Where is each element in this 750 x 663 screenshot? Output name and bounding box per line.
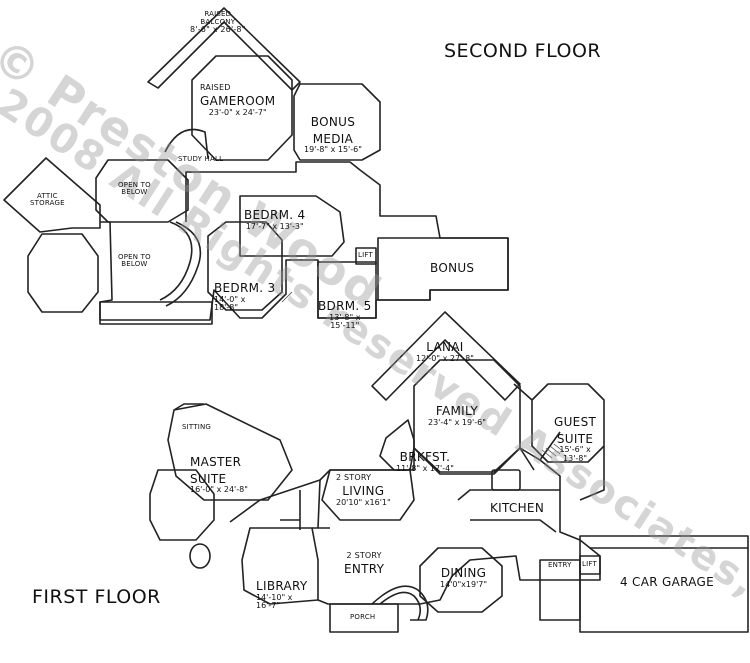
master-suite-dims: 16'-0" x 24'-8" (190, 485, 248, 495)
lanai-name: LANAI (426, 340, 464, 354)
guest-suite-outline (531, 383, 605, 463)
bdrm5-name: BDRM. 5 (318, 298, 372, 313)
label-porch: PORCH (350, 613, 376, 621)
label-living: 2 STORY LIVING 20'10" x16'1" (336, 473, 391, 508)
library-outline (241, 527, 319, 605)
label-bdrm5: BDRM. 5 13'-8" x 15'-11" (318, 280, 372, 347)
raised-balcony-dims: 8'-6" x 26'-8" (190, 25, 246, 35)
left-tower-outline (27, 233, 99, 313)
label-entry-main: 2 STORY ENTRY (344, 551, 385, 577)
brkfst-dims: 11'-8" x 17'-4" (396, 463, 454, 473)
gameroom-name: GAMEROOM (200, 94, 276, 109)
gameroom-prefix: RAISED (200, 83, 231, 92)
entry-main-prefix: 2 STORY (346, 551, 382, 560)
master-left-wing (149, 469, 215, 541)
brkfst-name: BRKFST. (399, 450, 451, 464)
lanai-dims: 12'-0" x 27'-8" (416, 353, 474, 363)
first-floor-title: FIRST FLOOR (32, 586, 161, 608)
open-below-upper-outline (95, 159, 189, 223)
label-bedrm4: BEDRM. 4 17'-7" x 13'-3" (244, 206, 305, 231)
upper-balcony-rail (99, 301, 213, 325)
gameroom-outline (191, 55, 293, 161)
label-entry-side: ENTRY (548, 561, 572, 569)
label-sitting: SITTING (182, 423, 212, 431)
porch-box (329, 603, 399, 633)
family-dims: 23'-4" x 19'-6" (428, 417, 486, 427)
bedrm3-name: BEDRM. 3 (214, 280, 276, 295)
study-hall-outline (164, 128, 209, 159)
family-name: FAMILY (435, 404, 478, 418)
label-library: LIBRARY 14'-10" x 16'-7" (256, 560, 308, 627)
side-entry-outline (539, 559, 581, 621)
lift-upper-box (355, 247, 377, 265)
label-lift-upper: LIFT (358, 251, 373, 259)
label-open-below-2: OPEN TO BELOW (118, 253, 151, 269)
floor-plan-drawing (3, 7, 749, 633)
bonus-media-outline (293, 83, 381, 161)
label-garage: 4 CAR GARAGE (620, 575, 715, 589)
label-bedrm3: BEDRM. 3 14'-0" x 18'-8" (214, 262, 275, 329)
raised-balcony-name: RAISED BALCONY (200, 10, 236, 26)
master-suite-name: MASTER SUITE (190, 454, 242, 486)
second-floor-title: SECOND FLOOR (444, 40, 602, 62)
bonus-outline (377, 237, 509, 301)
bedrm3-outline (207, 221, 283, 311)
bedrm4-outline (239, 195, 345, 257)
label-master-suite: MASTER SUITE 16'-0" x 24'-8" (190, 436, 248, 512)
entry-main-name: ENTRY (344, 562, 385, 577)
bath-tub (189, 543, 211, 569)
dining-dims: 14'0"x19'7" (440, 579, 488, 589)
label-study-hall: STUDY HALL (178, 155, 224, 163)
living-name: LIVING (342, 484, 385, 499)
label-attic-storage: ATTIC STORAGE (30, 192, 65, 208)
label-lanai: LANAI 12'-0" x 27'-8" (416, 338, 474, 363)
sitting-bay (173, 403, 204, 411)
label-dining: DINING 14'0"x19'7" (440, 564, 487, 589)
family-outline (413, 359, 521, 473)
label-lift-lower: LIFT (582, 560, 597, 568)
kitchen-island (491, 469, 521, 491)
label-brkfst: BRKFST. 11'-8" x 17'-4" (396, 448, 454, 473)
living-dims: 20'10" x16'1" (336, 498, 391, 508)
upper-stair-curve (159, 221, 193, 301)
kitchen-counters (457, 489, 560, 533)
bedrm3-dims: 14'-0" x 18'-8" (214, 294, 246, 312)
bonus-media-name: BONUS MEDIA (310, 114, 356, 146)
master-suite-outline (167, 403, 293, 501)
label-raised-balcony: RAISED BALCONY 8'-6" x 26'-8" (190, 4, 246, 42)
attic-storage-outline (3, 157, 101, 233)
label-open-below-1: OPEN TO BELOW (118, 181, 151, 197)
brkfst-outline (379, 419, 415, 471)
bedrm4-name: BEDRM. 4 (244, 208, 306, 222)
living-prefix: 2 STORY (336, 473, 372, 482)
dining-name: DINING (440, 566, 487, 580)
label-bonus-media: BONUS MEDIA 19'-8" x 15'-6" (304, 96, 362, 172)
bdrm5-dims: 13'-8" x 15'-11" (329, 312, 361, 330)
library-name: LIBRARY (256, 578, 308, 593)
guest-suite-name: GUEST SUITE (554, 414, 597, 446)
dining-outline (419, 547, 503, 613)
bedrm4-dims: 17'-7" x 13'-3" (245, 221, 304, 231)
entry-stair-curve (371, 585, 429, 621)
label-guest-suite: GUEST SUITE 15'-6" x 13'-8" (554, 396, 596, 480)
label-family: FAMILY 23'-4" x 19'-6" (428, 402, 486, 427)
label-kitchen: KITCHEN (490, 501, 545, 515)
library-dims: 14'-10" x 16'-7" (256, 592, 293, 610)
guest-suite-dims: 15'-6" x 13'-8" (559, 445, 591, 463)
label-gameroom: RAISED GAMEROOM 23'-0" x 24'-7" (200, 83, 276, 118)
gameroom-dims: 23'-0" x 24'-7" (208, 108, 267, 118)
bonus-media-dims: 19'-8" x 15'-6" (304, 145, 362, 155)
label-bonus: BONUS (430, 261, 475, 275)
lanai-outline (371, 311, 521, 401)
